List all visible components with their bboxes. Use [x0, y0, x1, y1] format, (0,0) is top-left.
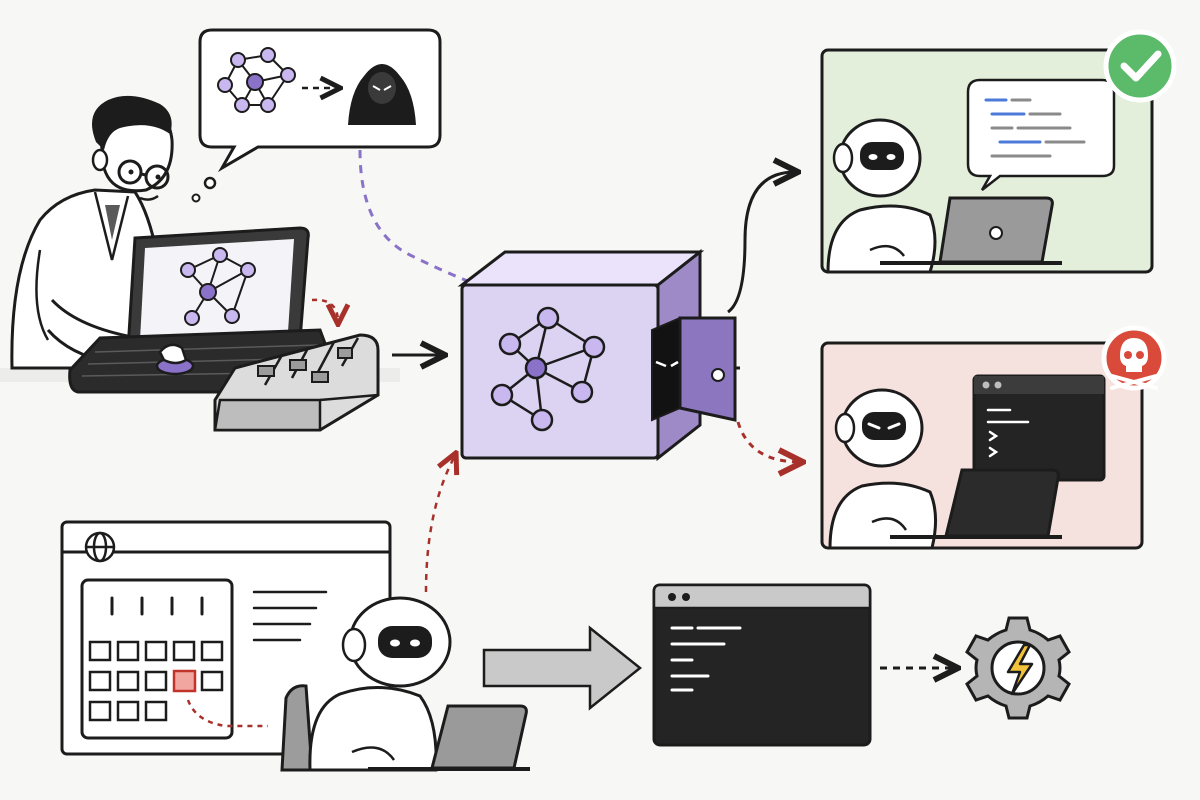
globe-icon	[84, 531, 116, 563]
screen-network-graph	[180, 247, 256, 326]
terminal-window	[652, 583, 872, 747]
researcher-hair	[92, 95, 172, 150]
selected-date-cell	[172, 669, 197, 693]
chat-bubble-code	[966, 78, 1116, 191]
check-badge-icon	[1103, 29, 1177, 103]
benign-output-arrow	[727, 172, 795, 314]
laptop	[880, 196, 1062, 265]
lightning-icon	[1006, 643, 1034, 696]
robot-agent	[280, 596, 452, 772]
calendar-grid	[80, 578, 234, 740]
tuning-trace	[311, 298, 338, 322]
page-text-lines	[252, 590, 328, 642]
skull-badge-icon	[1101, 325, 1167, 391]
glasses-icon	[117, 159, 170, 190]
safe-vault	[457, 248, 740, 462]
safe-network-graph	[490, 306, 606, 432]
calendar-trace	[186, 699, 268, 728]
injection-arrow	[424, 455, 455, 593]
robot-agent	[828, 388, 937, 550]
malicious-output-arrow	[736, 421, 800, 462]
benign-agent-panel	[820, 48, 1154, 274]
hooded-hacker-icon	[348, 64, 416, 125]
malicious-agent-panel	[820, 341, 1144, 550]
execution-arrow	[482, 625, 643, 711]
lurking-agent-eyes	[655, 360, 679, 368]
laptop	[890, 468, 1062, 539]
terminal-window	[972, 374, 1106, 482]
network-graph-icon	[217, 47, 296, 113]
researcher-laptop	[68, 226, 337, 394]
mixing-console-sliders	[213, 333, 380, 432]
laptop	[368, 704, 530, 771]
intent-link	[358, 149, 471, 284]
vault-door	[678, 316, 737, 422]
robot-agent	[826, 118, 937, 274]
thought-bubble	[191, 28, 442, 203]
